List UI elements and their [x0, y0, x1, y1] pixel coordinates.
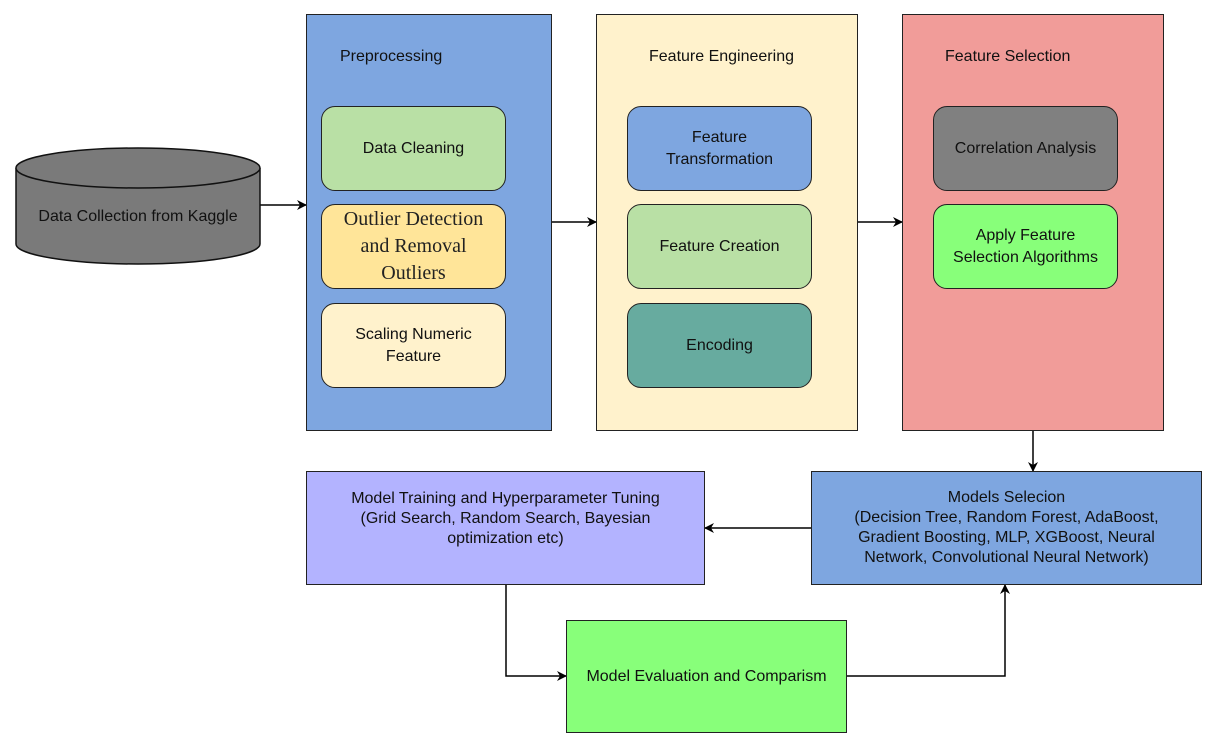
database-cylinder-icon — [15, 147, 261, 265]
step-data-cleaning: Data Cleaning — [321, 106, 506, 191]
step-feature-transformation: Feature Transformation — [627, 106, 812, 191]
step-scaling: Scaling Numeric Feature — [321, 303, 506, 388]
models-selection-label: Models Selecion (Decision Tree, Random F… — [854, 489, 1159, 566]
models-selection-box: Models Selecion (Decision Tree, Random F… — [811, 471, 1202, 585]
step-encoding: Encoding — [627, 303, 812, 388]
step-label: Feature Transformation — [666, 128, 773, 168]
step-label: Feature Creation — [659, 237, 780, 255]
stage-title: Feature Selection — [945, 48, 1071, 65]
model-evaluation-box: Model Evaluation and Comparism — [566, 620, 847, 733]
step-label: Encoding — [686, 336, 753, 354]
step-label: Apply Feature Selection Algorithms — [953, 226, 1098, 266]
arrow-training-to-evaluation — [505, 584, 567, 681]
data-source-label: Data Collection from Kaggle — [38, 208, 238, 225]
stage-title: Preprocessing — [340, 48, 443, 65]
model-training-box: Model Training and Hyperparameter Tuning… — [306, 471, 705, 585]
step-outlier-removal: Outlier Detection and Removal Outliers — [321, 204, 506, 289]
step-feature-selection-algorithms: Apply Feature Selection Algorithms — [933, 204, 1118, 289]
step-feature-creation: Feature Creation — [627, 204, 812, 289]
model-evaluation-label: Model Evaluation and Comparism — [586, 667, 827, 685]
step-label: Data Cleaning — [362, 139, 465, 157]
arrow-evaluation-to-models — [846, 584, 1010, 677]
stage-title: Feature Engineering — [649, 48, 794, 65]
model-training-label: Model Training and Hyperparameter Tuning… — [351, 490, 660, 547]
step-correlation-analysis: Correlation Analysis — [933, 106, 1118, 191]
step-label: Correlation Analysis — [954, 139, 1097, 157]
step-label: Outlier Detection and Removal Outliers — [343, 208, 484, 284]
step-label: Scaling Numeric Feature — [355, 325, 472, 365]
